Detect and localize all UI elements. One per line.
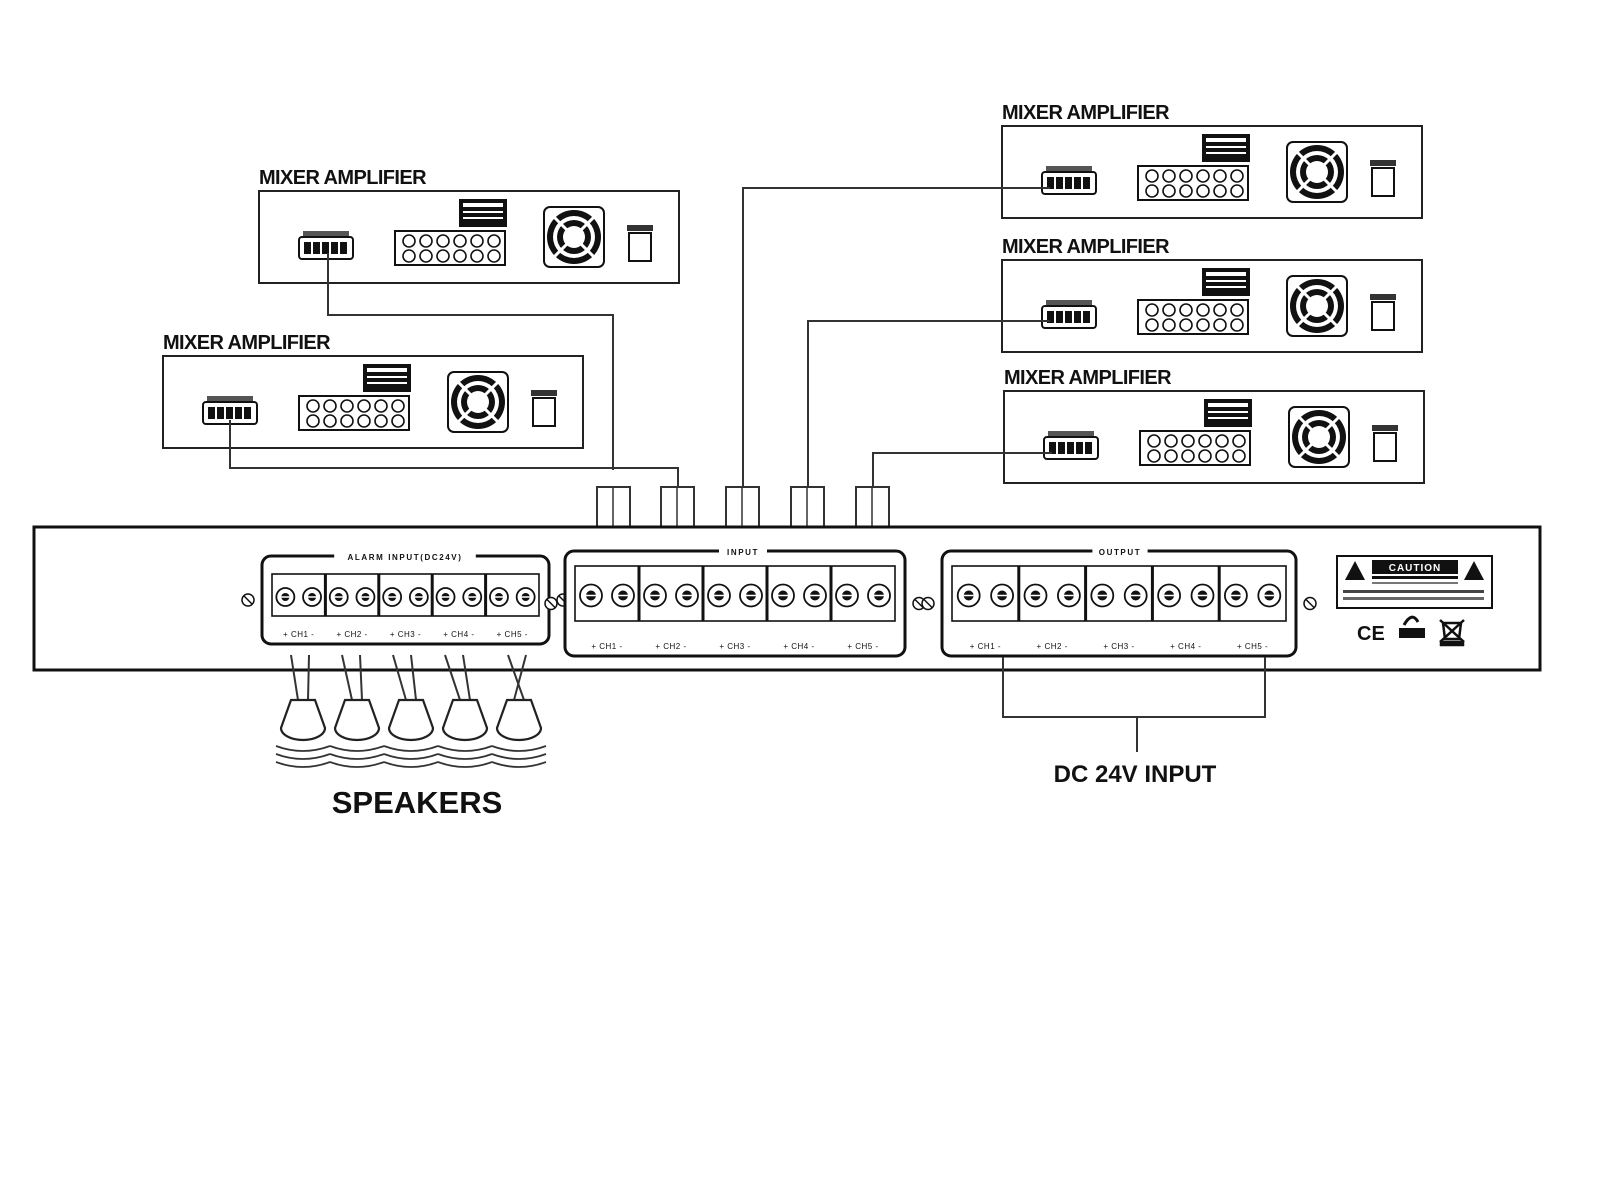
fan-icon — [543, 206, 605, 268]
mounting-screw-icon — [921, 596, 935, 611]
amplifier-title: MIXER AMPLIFIER — [259, 167, 427, 189]
power-socket-icon — [1370, 294, 1396, 331]
channel-label: + CH2 - — [336, 630, 367, 639]
speaker-terminal-icon — [1139, 430, 1251, 466]
channel-label: + CH5 - — [1237, 642, 1268, 651]
label-plate-icon — [1202, 134, 1250, 162]
power-socket-icon — [627, 225, 653, 262]
speaker-terminal-icon — [394, 230, 506, 266]
caution-text: CAUTION — [1389, 563, 1442, 574]
fan-icon — [1286, 141, 1348, 203]
mixer-amplifiers: MIXER AMPLIFIER MIXER AMPLIFIER MIXER AMPL… — [162, 102, 1425, 484]
channel-label: + CH4 - — [783, 642, 814, 651]
amplifier-title: MIXER AMPLIFIER — [1002, 236, 1170, 258]
channel-label: + CH2 - — [655, 642, 686, 651]
amplifier-title: MIXER AMPLIFIER — [1002, 102, 1170, 124]
speaker-icon — [275, 654, 331, 768]
channel-label: + CH5 - — [497, 630, 528, 639]
channel-label: + CH3 - — [390, 630, 421, 639]
output-connector-icon — [1043, 431, 1099, 460]
label-plate-icon — [363, 364, 411, 392]
channel-label: + CH3 - — [1103, 642, 1134, 651]
speaker-icon — [383, 654, 439, 768]
power-socket-icon — [531, 390, 557, 427]
channel-label: + CH2 - — [1037, 642, 1068, 651]
channel-label: + CH5 - — [847, 642, 878, 651]
output-connector-icon — [298, 231, 354, 260]
fan-icon — [1288, 406, 1350, 468]
speaker-terminal-icon — [1137, 299, 1249, 335]
speaker-icon — [437, 654, 493, 768]
channel-label: + CH3 - — [719, 642, 750, 651]
speakers — [275, 654, 547, 768]
caution-label: CAUTION — [1336, 555, 1493, 609]
label-plate-icon — [1202, 268, 1250, 296]
mixer-amplifier: MIXER AMPLIFIER — [1001, 236, 1423, 353]
channel-label: + CH4 - — [443, 630, 474, 639]
power-socket-icon — [1370, 160, 1396, 197]
weee-bin-icon — [1439, 619, 1465, 647]
channel-label: + CH1 - — [970, 642, 1001, 651]
output-connector-icon — [1041, 300, 1097, 329]
speaker-terminal-icon — [298, 395, 410, 431]
block-label: OUTPUT — [1099, 548, 1142, 557]
mounting-screw-icon — [1303, 596, 1317, 611]
dc-input-label: DC 24V INPUT — [1054, 761, 1217, 788]
fan-icon — [1286, 275, 1348, 337]
terminal-blocks: ALARM INPUT(DC24V) + CH1 - + CH2 - + CH3 - +… — [241, 546, 1317, 658]
mounting-screw-icon — [241, 593, 255, 607]
label-plate-icon — [1204, 399, 1252, 427]
channel-label: + CH1 - — [591, 642, 622, 651]
power-socket-icon — [1372, 425, 1398, 462]
input-wiring — [229, 187, 1052, 486]
channel-label: + CH1 - — [283, 630, 314, 639]
speaker-icon — [329, 654, 385, 768]
dc-input-wiring — [1002, 657, 1266, 752]
certification-marks: CE — [1357, 615, 1465, 647]
ce-mark: CE — [1357, 623, 1385, 645]
channel-label: + CH4 - — [1170, 642, 1201, 651]
speakers-label: SPEAKERS — [332, 785, 503, 820]
mixer-amplifier: MIXER AMPLIFIER — [162, 332, 584, 449]
fan-icon — [447, 371, 509, 433]
output-connector-icon — [202, 396, 258, 425]
amplifier-title: MIXER AMPLIFIER — [1004, 367, 1172, 389]
input-block: INPUT + CH1 - + CH2 - + CH3 - + CH4 - + CH5 - — [544, 546, 926, 658]
amplifier-title: MIXER AMPLIFIER — [163, 332, 331, 354]
block-label: INPUT — [727, 548, 759, 557]
speaker-icon — [491, 654, 547, 768]
alarm-input-block: ALARM INPUT(DC24V) + CH1 - + CH2 - + CH3 - +… — [241, 551, 570, 646]
mixer-amplifier: MIXER AMPLIFIER — [258, 167, 680, 284]
mixer-amplifier: MIXER AMPLIFIER — [1003, 367, 1425, 484]
output-connector-icon — [1041, 166, 1097, 195]
mounting-screw-icon — [544, 596, 558, 611]
speaker-terminal-icon — [1137, 165, 1249, 201]
mixer-amplifier: MIXER AMPLIFIER — [1001, 102, 1423, 219]
label-plate-icon — [459, 199, 507, 227]
rohs-icon — [1399, 615, 1425, 638]
output-block: OUTPUT + CH1 - + CH2 - + CH3 - + CH4 - + CH5 … — [921, 546, 1317, 658]
block-label: ALARM INPUT(DC24V) — [347, 553, 462, 562]
